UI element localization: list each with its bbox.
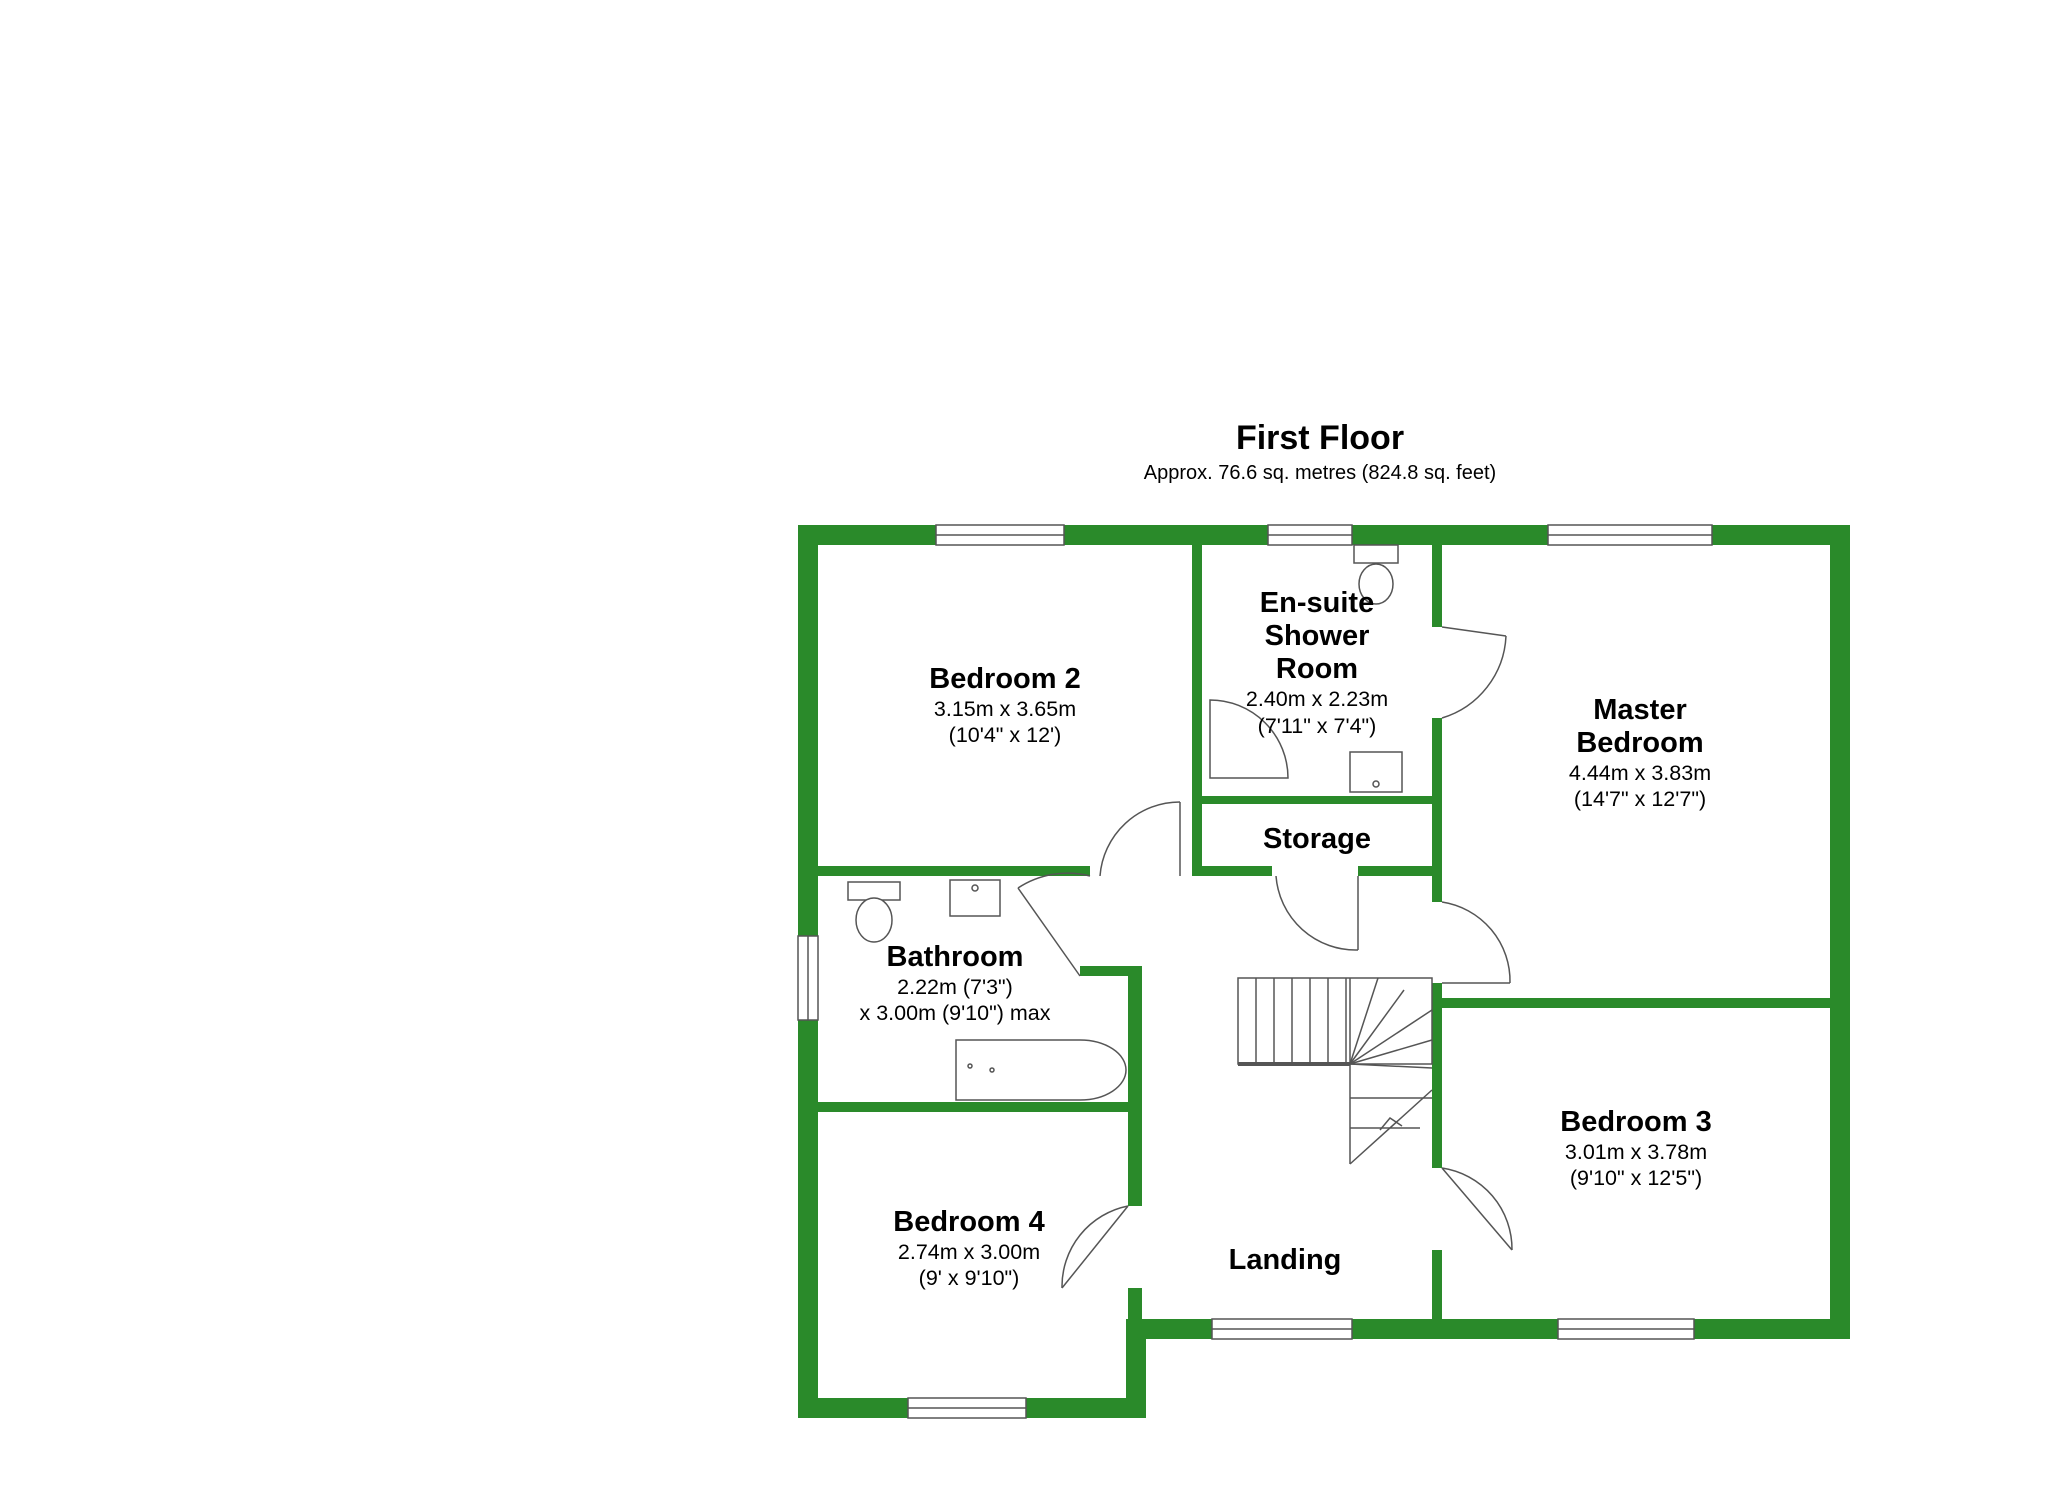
bedroom-2-dim-metric: 3.15m x 3.65m bbox=[934, 697, 1076, 721]
label-ensuite: En-suite Shower Room 2.40m x 2.23m (7'11… bbox=[1246, 587, 1388, 738]
floor-area: Approx. 76.6 sq. metres (824.8 sq. feet) bbox=[1144, 462, 1496, 484]
storage-name: Storage bbox=[1263, 823, 1371, 855]
door-master bbox=[1441, 901, 1511, 984]
wall-ensuite-bottom bbox=[1192, 796, 1442, 804]
ensuite-name-2: Shower bbox=[1265, 620, 1370, 652]
door-storage bbox=[1275, 875, 1359, 951]
wall-bath-right-top bbox=[1080, 966, 1142, 976]
floor-title: First Floor bbox=[1236, 419, 1404, 457]
ensuite-name-1: En-suite bbox=[1260, 587, 1374, 619]
bathroom-name: Bathroom bbox=[887, 941, 1024, 973]
shower-tray-icon bbox=[1209, 699, 1289, 779]
bathroom-dim-1: 2.22m (7'3") bbox=[897, 975, 1013, 999]
toilet-cistern-ensuite bbox=[1353, 544, 1399, 564]
bedroom-2-name: Bedroom 2 bbox=[929, 663, 1080, 695]
toilet-ensuite-icon bbox=[1358, 563, 1394, 605]
bedroom-4-name: Bedroom 4 bbox=[893, 1206, 1044, 1238]
wall-bath-bottom bbox=[818, 1102, 1142, 1112]
door-bed4 bbox=[1061, 1205, 1129, 1289]
wall-bed2-right bbox=[1192, 545, 1202, 876]
bedroom-3-dim-metric: 3.01m x 3.78m bbox=[1565, 1140, 1707, 1164]
master-dim-metric: 4.44m x 3.83m bbox=[1569, 761, 1711, 785]
door-bath bbox=[1017, 872, 1091, 977]
label-bathroom: Bathroom 2.22m (7'3") x 3.00m (9'10") ma… bbox=[860, 941, 1051, 1025]
bedroom-4-dim-metric: 2.74m x 3.00m bbox=[898, 1240, 1040, 1264]
bedroom-4-dim-imperial: (9' x 9'10") bbox=[919, 1266, 1020, 1290]
door-bed3 bbox=[1441, 1167, 1513, 1251]
wall-bed2-bottom bbox=[818, 866, 1090, 876]
wall-landing-right bbox=[1432, 983, 1442, 1008]
ensuite-name-3: Room bbox=[1276, 653, 1358, 685]
wall-bed3-left-top bbox=[1432, 1008, 1442, 1168]
bedroom-3-dim-imperial: (9'10" x 12'5") bbox=[1570, 1166, 1702, 1190]
door-bed2 bbox=[1099, 801, 1181, 877]
label-landing: Landing bbox=[1229, 1244, 1342, 1276]
label-storage: Storage bbox=[1263, 823, 1371, 855]
windows bbox=[797, 524, 1713, 1419]
bathroom-dim-2: x 3.00m (9'10") max bbox=[860, 1001, 1051, 1025]
master-dim-imperial: (14'7" x 12'7") bbox=[1574, 787, 1706, 811]
doors bbox=[1017, 626, 1513, 1289]
label-bedroom-3: Bedroom 3 3.01m x 3.78m (9'10" x 12'5") bbox=[1560, 1106, 1711, 1190]
bedroom-2-dim-imperial: (10'4" x 12') bbox=[949, 723, 1062, 747]
interior-walls bbox=[818, 545, 1830, 1320]
wall-master-left-lower bbox=[1432, 876, 1442, 902]
wall-step bbox=[1126, 1319, 1146, 1418]
toilet-bath-icon bbox=[855, 897, 893, 943]
label-bedroom-4: Bedroom 4 2.74m x 3.00m (9' x 9'10") bbox=[893, 1206, 1044, 1290]
wall-right bbox=[1830, 525, 1850, 1339]
master-name-2: Bedroom bbox=[1576, 727, 1703, 759]
wall-bed3-left-bottom bbox=[1432, 1250, 1442, 1319]
wall-ensuite-right bbox=[1432, 545, 1442, 627]
wall-storage-bottom bbox=[1192, 866, 1272, 876]
wall-bed3-top bbox=[1432, 998, 1830, 1008]
bathroom-fixtures bbox=[847, 544, 1403, 1101]
wall-bed4-right bbox=[1128, 1288, 1142, 1320]
door-ensuite bbox=[1441, 626, 1507, 719]
bedroom-3-name: Bedroom 3 bbox=[1560, 1106, 1711, 1138]
master-name-1: Master bbox=[1593, 694, 1687, 726]
ensuite-dim-metric: 2.40m x 2.23m bbox=[1246, 687, 1388, 711]
landing-name: Landing bbox=[1229, 1244, 1342, 1276]
wall-storage-right bbox=[1432, 798, 1442, 876]
label-master-bedroom: Master Bedroom 4.44m x 3.83m (14'7" x 12… bbox=[1569, 694, 1711, 811]
label-bedroom-2: Bedroom 2 3.15m x 3.65m (10'4" x 12') bbox=[929, 663, 1080, 747]
bathtub-icon bbox=[955, 1039, 1127, 1101]
ensuite-dim-imperial: (7'11" x 7'4") bbox=[1258, 714, 1377, 738]
staircase bbox=[1237, 977, 1433, 1165]
wall-bath-right bbox=[1128, 966, 1142, 1206]
wall-storage-bottom-r bbox=[1358, 866, 1442, 876]
room-labels: Bedroom 2 3.15m x 3.65m (10'4" x 12') En… bbox=[860, 587, 1712, 1290]
